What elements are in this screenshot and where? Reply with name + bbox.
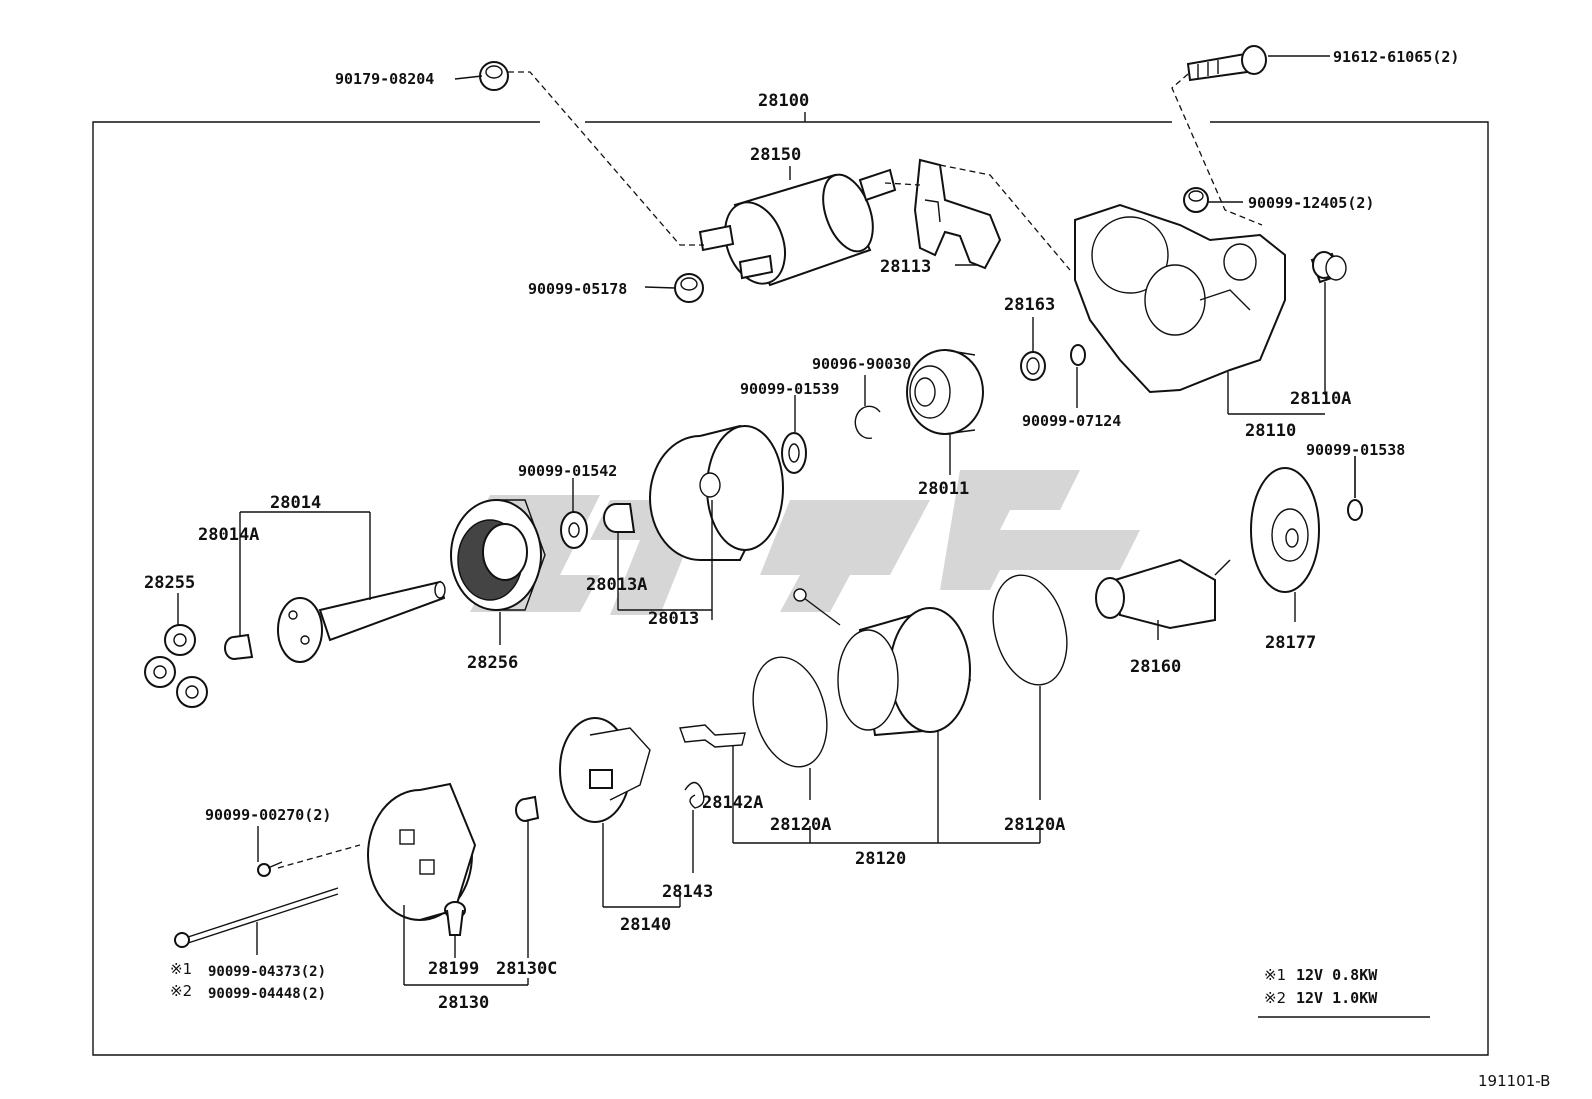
planet-gears-28255 <box>144 624 208 708</box>
bushing-28014A <box>224 633 254 660</box>
leader-lines <box>177 55 1356 986</box>
label-mark-2: ※2 <box>170 982 192 1000</box>
clutch-28011 <box>906 349 984 435</box>
label-28130: 28130 <box>438 993 489 1013</box>
note-1-mark: ※1 <box>1264 966 1286 984</box>
reference-code: 191101-B <box>1478 1072 1550 1090</box>
label-28113: 28113 <box>880 257 931 277</box>
nut-90179-08204 <box>479 61 509 91</box>
label-28160: 28160 <box>1130 657 1181 677</box>
bushing-28013A <box>603 503 636 533</box>
end-frame-28130 <box>367 782 477 921</box>
label-90099-01539: 90099-01539 <box>740 380 839 398</box>
label-28199: 28199 <box>428 959 479 979</box>
label-28142A: 28142A <box>702 793 763 813</box>
label-90099-05178: 90099-05178 <box>528 280 627 298</box>
note-2-mark: ※2 <box>1264 989 1286 1007</box>
label-28110A: 28110A <box>1290 389 1351 409</box>
screw-90099-00270 <box>257 861 283 877</box>
label-28013A: 28013A <box>586 575 647 595</box>
label-mark-1: ※1 <box>170 960 192 978</box>
washer-90099-01542 <box>560 511 588 549</box>
label-28255: 28255 <box>144 573 195 593</box>
shaft-28014 <box>277 580 446 663</box>
label-28150: 28150 <box>750 145 801 165</box>
label-90099-00270: 90099-00270(2) <box>205 806 331 824</box>
label-28014: 28014 <box>270 493 321 513</box>
label-90099-07124: 90099-07124 <box>1022 412 1121 430</box>
label-90179-08204: 90179-08204 <box>335 70 434 88</box>
o-ring-28120A-left <box>752 656 828 768</box>
lever-28113 <box>913 158 1002 270</box>
note-2-text: 12V 1.0KW <box>1296 989 1378 1007</box>
label-91612-61065: 91612-61065(2) <box>1333 48 1459 66</box>
label-28177: 28177 <box>1265 633 1316 653</box>
label-90099-04373: 90099-04373(2) <box>208 964 326 980</box>
spring-clip-28142A <box>679 724 746 748</box>
bushing-28110A <box>1310 251 1347 284</box>
plate-28177 <box>1250 467 1320 593</box>
solenoid-28150 <box>698 168 897 287</box>
through-bolt-90099-04373 <box>174 887 339 948</box>
spring-28143 <box>684 781 705 809</box>
nut-90099-12405 <box>1183 187 1209 213</box>
label-90099-01538: 90099-01538 <box>1306 441 1405 459</box>
label-90099-12405: 90099-12405(2) <box>1248 194 1374 212</box>
label-90099-04448: 90099-04448(2) <box>208 986 326 1002</box>
label-28120: 28120 <box>855 849 906 869</box>
brush-holder-28140 <box>559 717 651 823</box>
label-28163: 28163 <box>1004 295 1055 315</box>
label-28143: 28143 <box>662 882 713 902</box>
bolt-28199 <box>444 901 466 936</box>
ring-gear-28256 <box>450 499 546 611</box>
assembly-frame <box>92 112 1489 1056</box>
label-28014A: 28014A <box>198 525 259 545</box>
label-28013: 28013 <box>648 609 699 629</box>
part-labels: 28100 90179-08204 91612-61065(2) 28150 2… <box>144 48 1459 1013</box>
o-ring-28120A-right <box>992 574 1068 686</box>
label-90096-90030: 90096-90030 <box>812 355 911 373</box>
label-90099-01542: 90099-01542 <box>518 462 617 480</box>
label-28110: 28110 <box>1245 421 1296 441</box>
label-28120A-left: 28120A <box>770 815 831 835</box>
armature-28160 <box>1095 558 1231 630</box>
washer-28163 <box>1020 351 1046 381</box>
washer-90099-01539 <box>781 432 807 474</box>
nut-90099-05178 <box>674 273 704 303</box>
housing-28110 <box>1074 203 1286 394</box>
assembly-number-label: 28100 <box>758 91 809 111</box>
label-28130C: 28130C <box>496 959 557 979</box>
label-28120A-right: 28120A <box>1004 815 1065 835</box>
label-28256: 28256 <box>467 653 518 673</box>
yoke-28120 <box>793 588 972 737</box>
internal-gear-28013 <box>649 424 784 561</box>
ring-90099-07124 <box>1070 344 1086 366</box>
washer-90099-01538 <box>1347 499 1363 521</box>
label-28011: 28011 <box>918 479 969 499</box>
snap-ring-90096-90030 <box>854 405 881 439</box>
label-28140: 28140 <box>620 915 671 935</box>
note-1-text: 12V 0.8KW <box>1296 966 1378 984</box>
bushing-28130C <box>515 795 540 822</box>
rating-notes: ※1 12V 0.8KW ※2 12V 1.0KW <box>1258 966 1430 1018</box>
bolt-91612-61065 <box>1186 45 1267 82</box>
